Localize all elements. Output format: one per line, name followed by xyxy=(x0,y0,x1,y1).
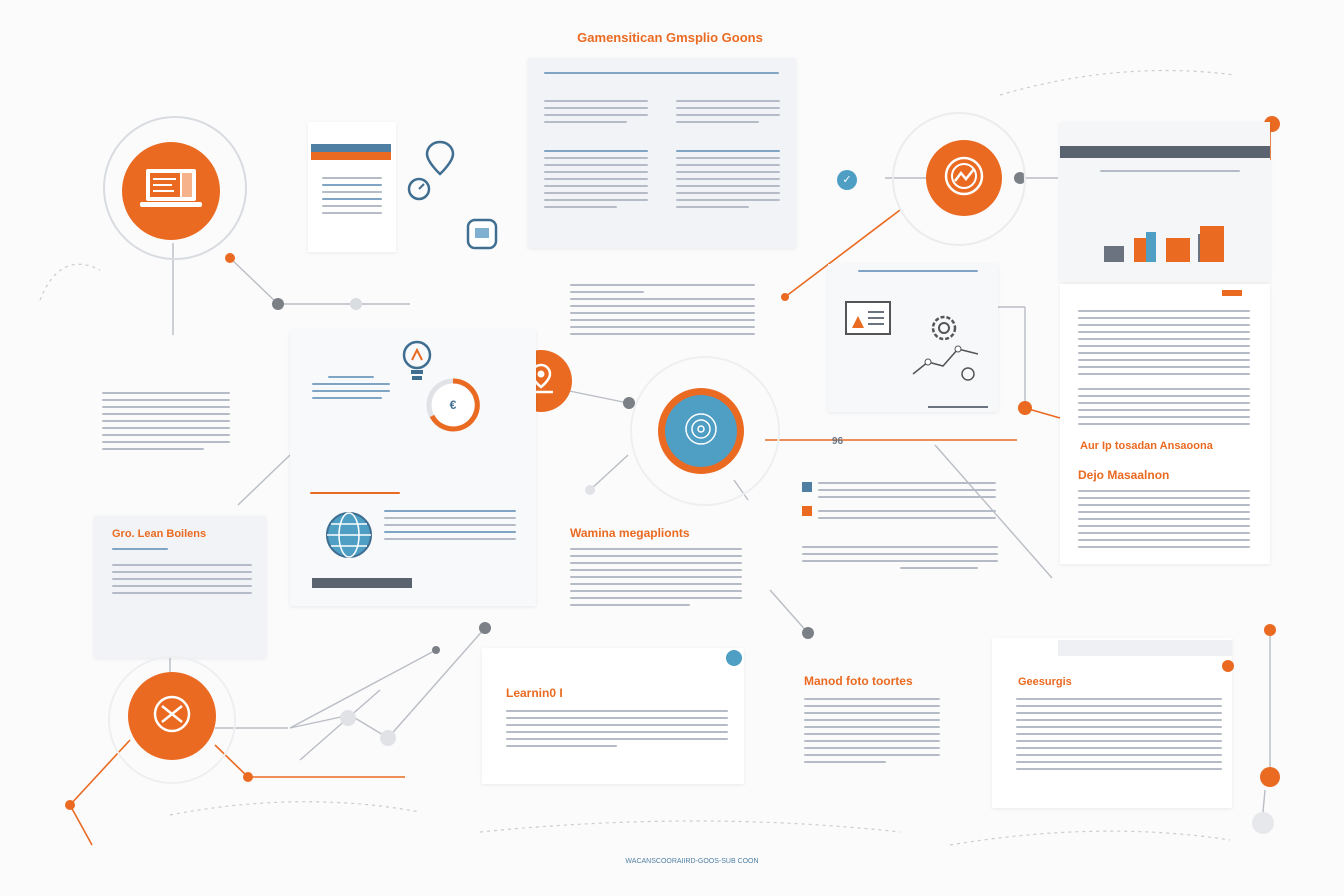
bottom-left-heading: Learnin0 I xyxy=(506,686,563,700)
left-text-block xyxy=(102,392,230,455)
chart-growth-icon xyxy=(941,153,987,204)
center-right-list xyxy=(818,482,996,524)
compass-icon xyxy=(150,692,194,741)
list-marker-orange xyxy=(802,506,812,516)
doc-panel-top xyxy=(528,58,796,248)
middle-text-block xyxy=(570,548,742,611)
right-text-panel: Aur Ip tosadan Ansaoona Dejo Masaalnon xyxy=(1060,284,1270,564)
lightbulb-icon xyxy=(400,338,434,391)
bottom-mid-heading: Manod foto toortes xyxy=(804,674,913,688)
process-panel xyxy=(828,264,998,412)
globe-icon xyxy=(324,510,374,565)
ring-chart xyxy=(892,112,1026,246)
ring-compass xyxy=(108,656,236,784)
laptop-circle xyxy=(122,142,220,240)
gear-icon xyxy=(926,310,962,351)
checkmark-icon: ✓ xyxy=(837,170,857,190)
right-chart-panel xyxy=(1060,122,1270,282)
connector-label: 96 xyxy=(832,436,844,447)
alert-dot-icon xyxy=(1222,660,1234,672)
target-icon xyxy=(681,409,721,454)
center-right-text xyxy=(802,546,998,574)
gauge-icon xyxy=(406,176,432,207)
left-card: Gro. Lean Boilens xyxy=(94,516,266,658)
info-icon xyxy=(726,650,742,666)
monitor-icon xyxy=(844,300,892,349)
chart-circle xyxy=(926,140,1002,216)
target-circle xyxy=(658,388,744,474)
middle-heading: Wamina megaplionts xyxy=(570,526,690,540)
ring-target xyxy=(630,356,780,506)
bottom-right-panel: Geesurgis xyxy=(992,638,1234,808)
bottom-right-heading: Geesurgis xyxy=(1018,676,1072,688)
left-card-title: Gro. Lean Boilens xyxy=(112,528,207,540)
bottom-mid-text xyxy=(804,698,940,768)
progress-ring: € xyxy=(424,376,482,439)
list-marker-blue xyxy=(802,482,812,492)
center-text-block xyxy=(570,284,755,340)
compass-circle xyxy=(128,672,216,760)
right-heading: Dejo Masaalnon xyxy=(1078,468,1170,482)
laptop-icon xyxy=(140,165,202,218)
footer-caption: WACANSCOORAIIRD-GOOS-SUB COON xyxy=(625,858,759,865)
ring-laptop xyxy=(103,116,247,260)
doc-card-small xyxy=(308,122,396,252)
right-orange-line: Aur Ip tosadan Ansaoona xyxy=(1080,440,1213,452)
svg-text:€: € xyxy=(450,398,457,412)
page-title: Gamensitican Gmsplio Goons xyxy=(577,30,763,45)
map-pin-icon xyxy=(424,140,456,181)
tablet-icon xyxy=(466,218,498,255)
bottom-center-panel: Learnin0 I xyxy=(482,648,744,784)
